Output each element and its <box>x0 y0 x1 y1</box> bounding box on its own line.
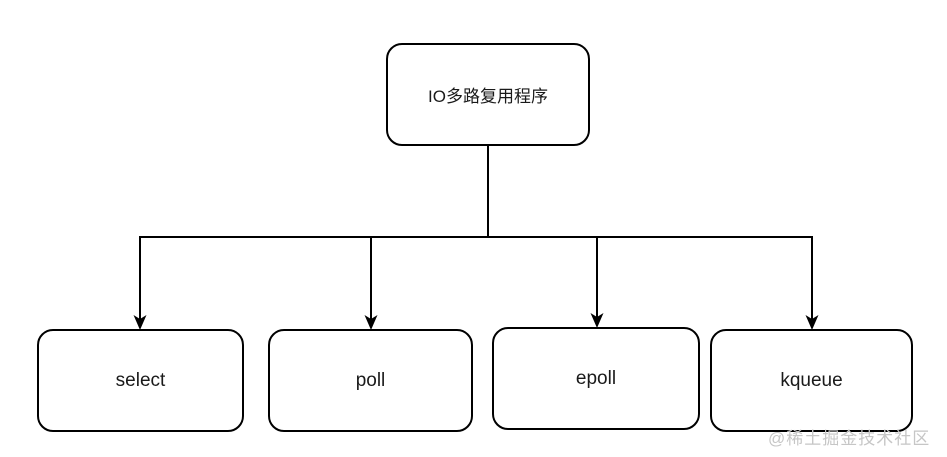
node-io-multiplexer-label: IO多路复用程序 <box>428 87 548 106</box>
node-epoll: epoll <box>492 327 700 430</box>
watermark: @稀土掘金技术社区 <box>768 429 931 448</box>
arrowhead-kqueue <box>805 315 819 330</box>
arrowhead-poll <box>364 315 378 330</box>
arrowhead-epoll <box>590 313 604 328</box>
node-poll: poll <box>268 329 473 432</box>
node-kqueue-label: kqueue <box>780 369 843 391</box>
node-poll-label: poll <box>355 369 386 391</box>
node-io-multiplexer: IO多路复用程序 <box>386 43 590 146</box>
node-kqueue: kqueue <box>710 329 913 432</box>
arrowhead-select <box>133 315 147 330</box>
node-select: select <box>37 329 244 432</box>
node-select-label: select <box>115 369 166 391</box>
node-epoll-label: epoll <box>575 367 617 389</box>
